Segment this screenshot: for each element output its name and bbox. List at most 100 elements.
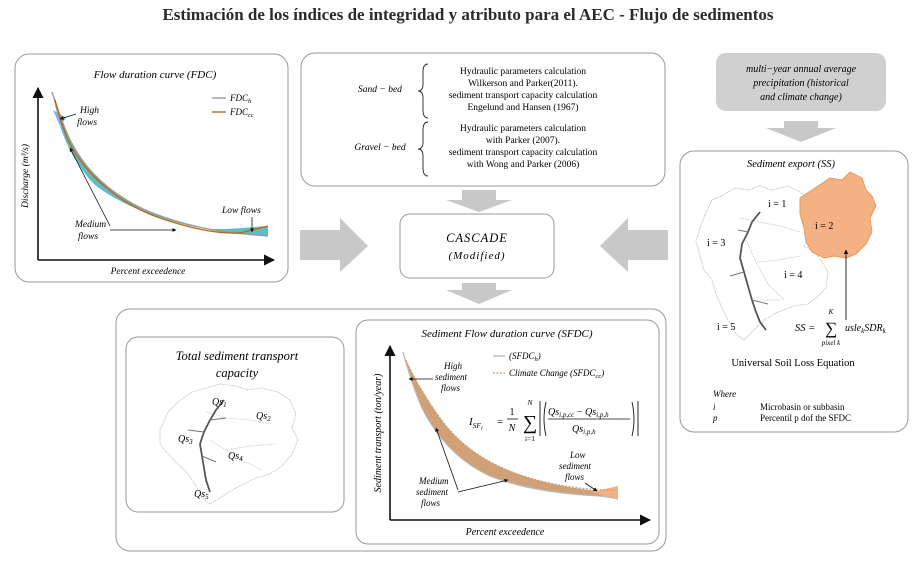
sfdc-low-label-3: flows [565,472,585,482]
arrow-methods-to-cascade [446,190,512,212]
cascade-box: CASCADE (Modified) [399,213,555,279]
sfdc-curve-historical [402,351,616,499]
def-p-text: Percentil p dof the SFDC [760,413,851,423]
qs1-label: Qs1 [212,397,227,409]
fdc-panel: Flow duration curve (FDC) Discharge (m³/… [14,53,289,283]
arrow-precip-to-export [766,121,836,142]
export-tributaries [729,229,769,305]
def-i-symbol: i [713,402,716,412]
sand-bed-line-2: Wilkerson and Parker(2011). [468,78,578,89]
sfdc-low-label-2: sediment [559,461,591,471]
isf-formula: ISFi = 1 N N ∑ i=1 Qsi,p,cc−Qsi,p,h Qsi,… [468,398,639,443]
sfdc-xlabel: Percent exceedence [465,527,545,538]
sand-bed-line-3: sediment transport capacity calculation [449,91,598,101]
ss-formula-lhs: SS = [795,323,815,334]
subbasin-label-4: i = 4 [784,270,802,281]
sfdc-ylabel: Sediment transport (ton/year) [373,373,384,493]
export-subbasin-lines [739,217,801,301]
fdc-legend-cc: FDCcc [229,107,254,119]
sfdc-low-label-1: Low [569,450,586,460]
export-subbasin-2-highlight [799,171,877,259]
sand-bed-line-1: Hydraulic parameters calculation [460,67,586,77]
fdc-medium-label-2: flows [78,231,98,242]
tc-tributaries [187,417,227,463]
cascade-subtitle: (Modified) [448,250,505,262]
methods-panel-frame [300,52,666,187]
precip-line-2: precipitation (historical [752,78,849,89]
precip-line-3: and climate change) [760,92,842,103]
fdc-title: Flow duration curve (FDC) [93,69,217,81]
tc-subbasin-lines [205,411,277,471]
methods-panel: Sand − bed Hydraulic parameters calculat… [300,52,666,187]
sfdc-curve-climate-change [405,359,616,491]
sfdc-medium-arrow-1 [435,427,459,491]
isf-paren-right [631,401,635,437]
fdc-medium-label-1: Medium [74,220,106,230]
qs2-label: Qs2 [256,411,271,423]
sfdc-panel: Sediment Flow duration curve (SFDC) Sedi… [355,319,660,545]
sfdc-legend-h: (SFDCh) [509,351,541,363]
sfdc-high-label-2: sediment [435,372,467,382]
fdc-curve-historical [51,91,269,237]
ss-formula-rhs: uslekSDRk [845,323,887,335]
fdc-curve-climate-change [54,99,269,234]
precipitation-box-frame [716,53,886,111]
sfdc-low-arrow [584,482,598,492]
isf-paren-left [543,401,547,437]
sfdc-difference-area [403,352,612,498]
export-watershed-outline [695,185,829,341]
gravel-bed-line-1: Hydraulic parameters calculation [460,124,586,134]
isf-sum-top: N [526,398,533,407]
sand-bed-line-4: Engelund and Hansen (1967) [467,102,578,113]
def-i-text: Microbasin or subbasin [760,402,845,412]
sfdc-high-label-1: High [443,361,463,371]
ss-sum-bottom: pixel k [821,339,841,347]
transport-capacity-frame [125,336,345,513]
fdc-high-arrow [59,113,77,120]
gravel-bed-label: Gravel − bed [354,143,406,153]
sfdc-medium-arrow-2 [457,478,509,493]
transport-capacity-title-2: capacity [216,366,259,380]
isf-frac-den: N [508,423,517,434]
sfdc-legend-cc: Climate Change (SFDCcc) [509,368,604,380]
arrow-export-to-cascade [600,218,668,272]
fdc-medium-arrow-1 [69,147,111,227]
gravel-bed-line-2: with Parker (2007). [486,135,560,146]
sfdc-medium-label-1: Medium [418,476,449,486]
cascade-title: CASCADE [446,231,508,245]
qs4-label: Qs4 [228,451,243,463]
cascade-box-frame [399,213,555,279]
fdc-ylabel: Discharge (m³/s) [20,144,31,209]
ss-sum-sign: ∑ [825,319,837,338]
sand-bed-brace [417,63,429,119]
where-label: Where [713,389,736,399]
isf-sum-sign: ∑ [523,412,537,434]
arrow-cascade-to-results [446,283,512,304]
isf-denominator: Qsi,p,h [572,424,596,436]
sfdc-title: Sediment Flow duration curve (SFDC) [421,328,592,340]
usle-title: Universal Soil Loss Equation [731,358,855,369]
sediment-export-title: Sediment export (SS) [747,159,836,170]
isf-symbol: ISFi [468,416,483,432]
precip-line-1: multi−year annual average [746,64,857,75]
ss-sum-top: K [828,308,834,316]
precipitation-box: multi−year annual average precipitation … [716,53,886,111]
sfdc-medium-label-2: sediment [416,487,448,497]
arrow-fdc-to-cascade [300,218,368,272]
tc-watershed-outline [159,383,299,505]
isf-sum-bottom: i=1 [525,434,535,443]
gravel-bed-brace [417,121,429,177]
isf-numerator: Qsi,p,cc−Qsi,p,h [548,407,609,419]
fdc-high-label-1: High [79,106,99,116]
sediment-export-panel: Sediment export (SS) i = 1 i = 2 i = 3 i… [679,150,909,433]
sfdc-panel-frame [355,319,660,545]
qs3-label: Qs3 [178,434,193,446]
transport-capacity-title-1: Total sediment transport [176,349,299,363]
flow-arrows [300,121,836,304]
isf-equals: = [497,416,503,428]
isf-frac-num: 1 [510,407,515,418]
def-p-symbol: p [712,413,718,423]
fdc-legend-h: FDCh [229,93,251,105]
